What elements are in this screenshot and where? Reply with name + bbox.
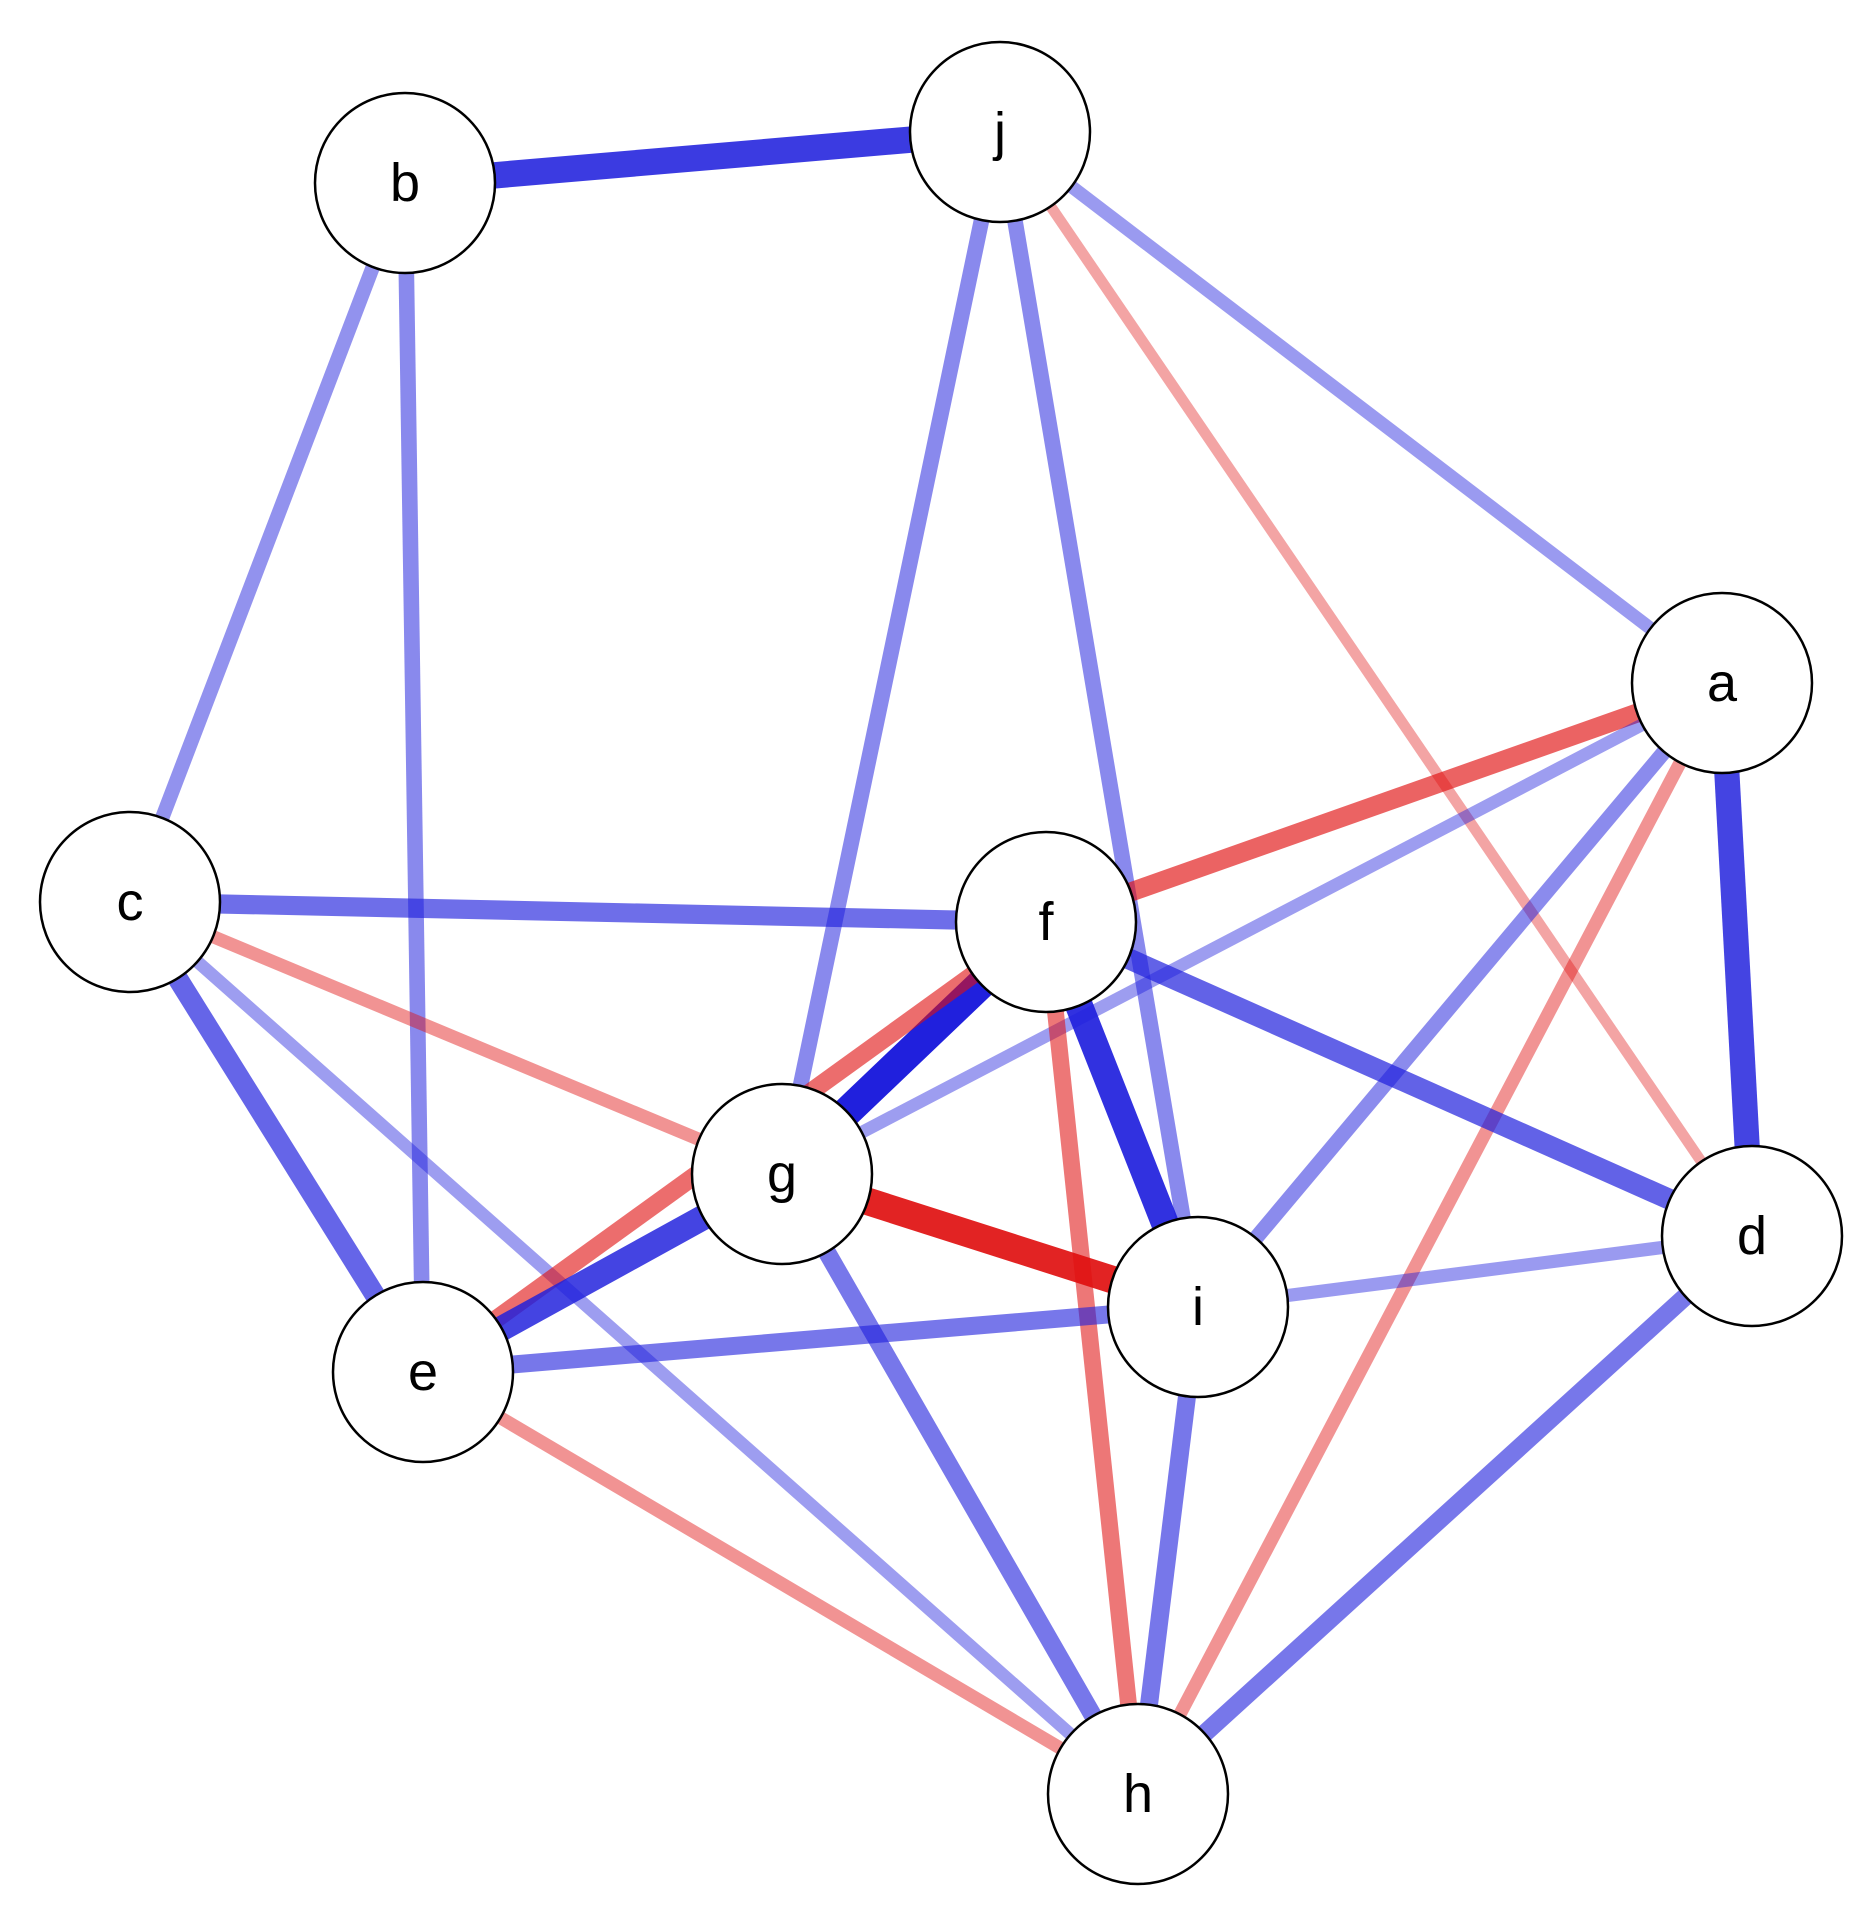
node-j[interactable]: j xyxy=(908,40,1092,224)
node-c-label: c xyxy=(117,872,144,932)
node-g[interactable]: g xyxy=(690,1082,874,1266)
node-f-label: f xyxy=(1038,892,1054,952)
edge-j-d xyxy=(995,128,1757,1240)
edge-d-h xyxy=(1131,1229,1759,1801)
node-f[interactable]: f xyxy=(954,830,1138,1014)
node-g-circle xyxy=(690,1082,874,1266)
edge-a-f xyxy=(1042,673,1726,932)
edge-e-h xyxy=(419,1366,1142,1800)
node-a[interactable]: a xyxy=(1630,591,1814,775)
node-j-circle xyxy=(908,40,1092,224)
edge-e-i xyxy=(422,1298,1199,1381)
node-e[interactable]: e xyxy=(331,1280,515,1464)
edge-c-e xyxy=(121,896,432,1378)
node-f-circle xyxy=(954,830,1138,1014)
edge-j-a xyxy=(995,126,1727,689)
edge-a-h xyxy=(1132,679,1728,1798)
node-e-circle xyxy=(331,1280,515,1464)
nodes-layer: a b c d e f g h xyxy=(38,40,1844,1886)
node-c[interactable]: c xyxy=(38,810,222,994)
edge-j-i xyxy=(992,130,1206,1309)
edge-b-e xyxy=(397,182,431,1373)
node-h-label: h xyxy=(1123,1764,1153,1824)
edge-j-g xyxy=(774,130,1008,1176)
edge-a-i xyxy=(1192,678,1728,1312)
node-i-circle xyxy=(1106,1215,1290,1399)
node-i[interactable]: i xyxy=(1106,1215,1290,1399)
node-i-label: i xyxy=(1192,1277,1204,1337)
node-h-circle xyxy=(1046,1702,1230,1886)
edge-i-d xyxy=(1197,1229,1753,1314)
edges-layer xyxy=(121,118,1765,1801)
edge-a-d xyxy=(1709,682,1765,1237)
node-d-circle xyxy=(1660,1144,1844,1328)
edge-b-c xyxy=(123,180,412,905)
edge-c-f xyxy=(129,892,1047,932)
node-c-circle xyxy=(38,810,222,994)
edge-c-g xyxy=(127,895,785,1181)
edge-a-g xyxy=(779,677,1725,1180)
edge-f-d xyxy=(1041,912,1757,1246)
node-d[interactable]: d xyxy=(1660,1144,1844,1328)
node-a-label: a xyxy=(1707,653,1738,713)
node-b[interactable]: b xyxy=(313,91,497,275)
edge-g-h xyxy=(774,1169,1146,1799)
node-e-label: e xyxy=(408,1342,438,1402)
node-h[interactable]: h xyxy=(1046,1702,1230,1886)
node-b-circle xyxy=(313,91,497,275)
node-a-circle xyxy=(1630,591,1814,775)
node-d-label: d xyxy=(1737,1206,1767,1266)
edge-f-h xyxy=(1037,921,1147,1795)
node-j-label: j xyxy=(992,102,1006,162)
node-b-label: b xyxy=(390,153,420,213)
edge-b-j xyxy=(403,118,1002,197)
node-g-label: g xyxy=(767,1144,797,1204)
